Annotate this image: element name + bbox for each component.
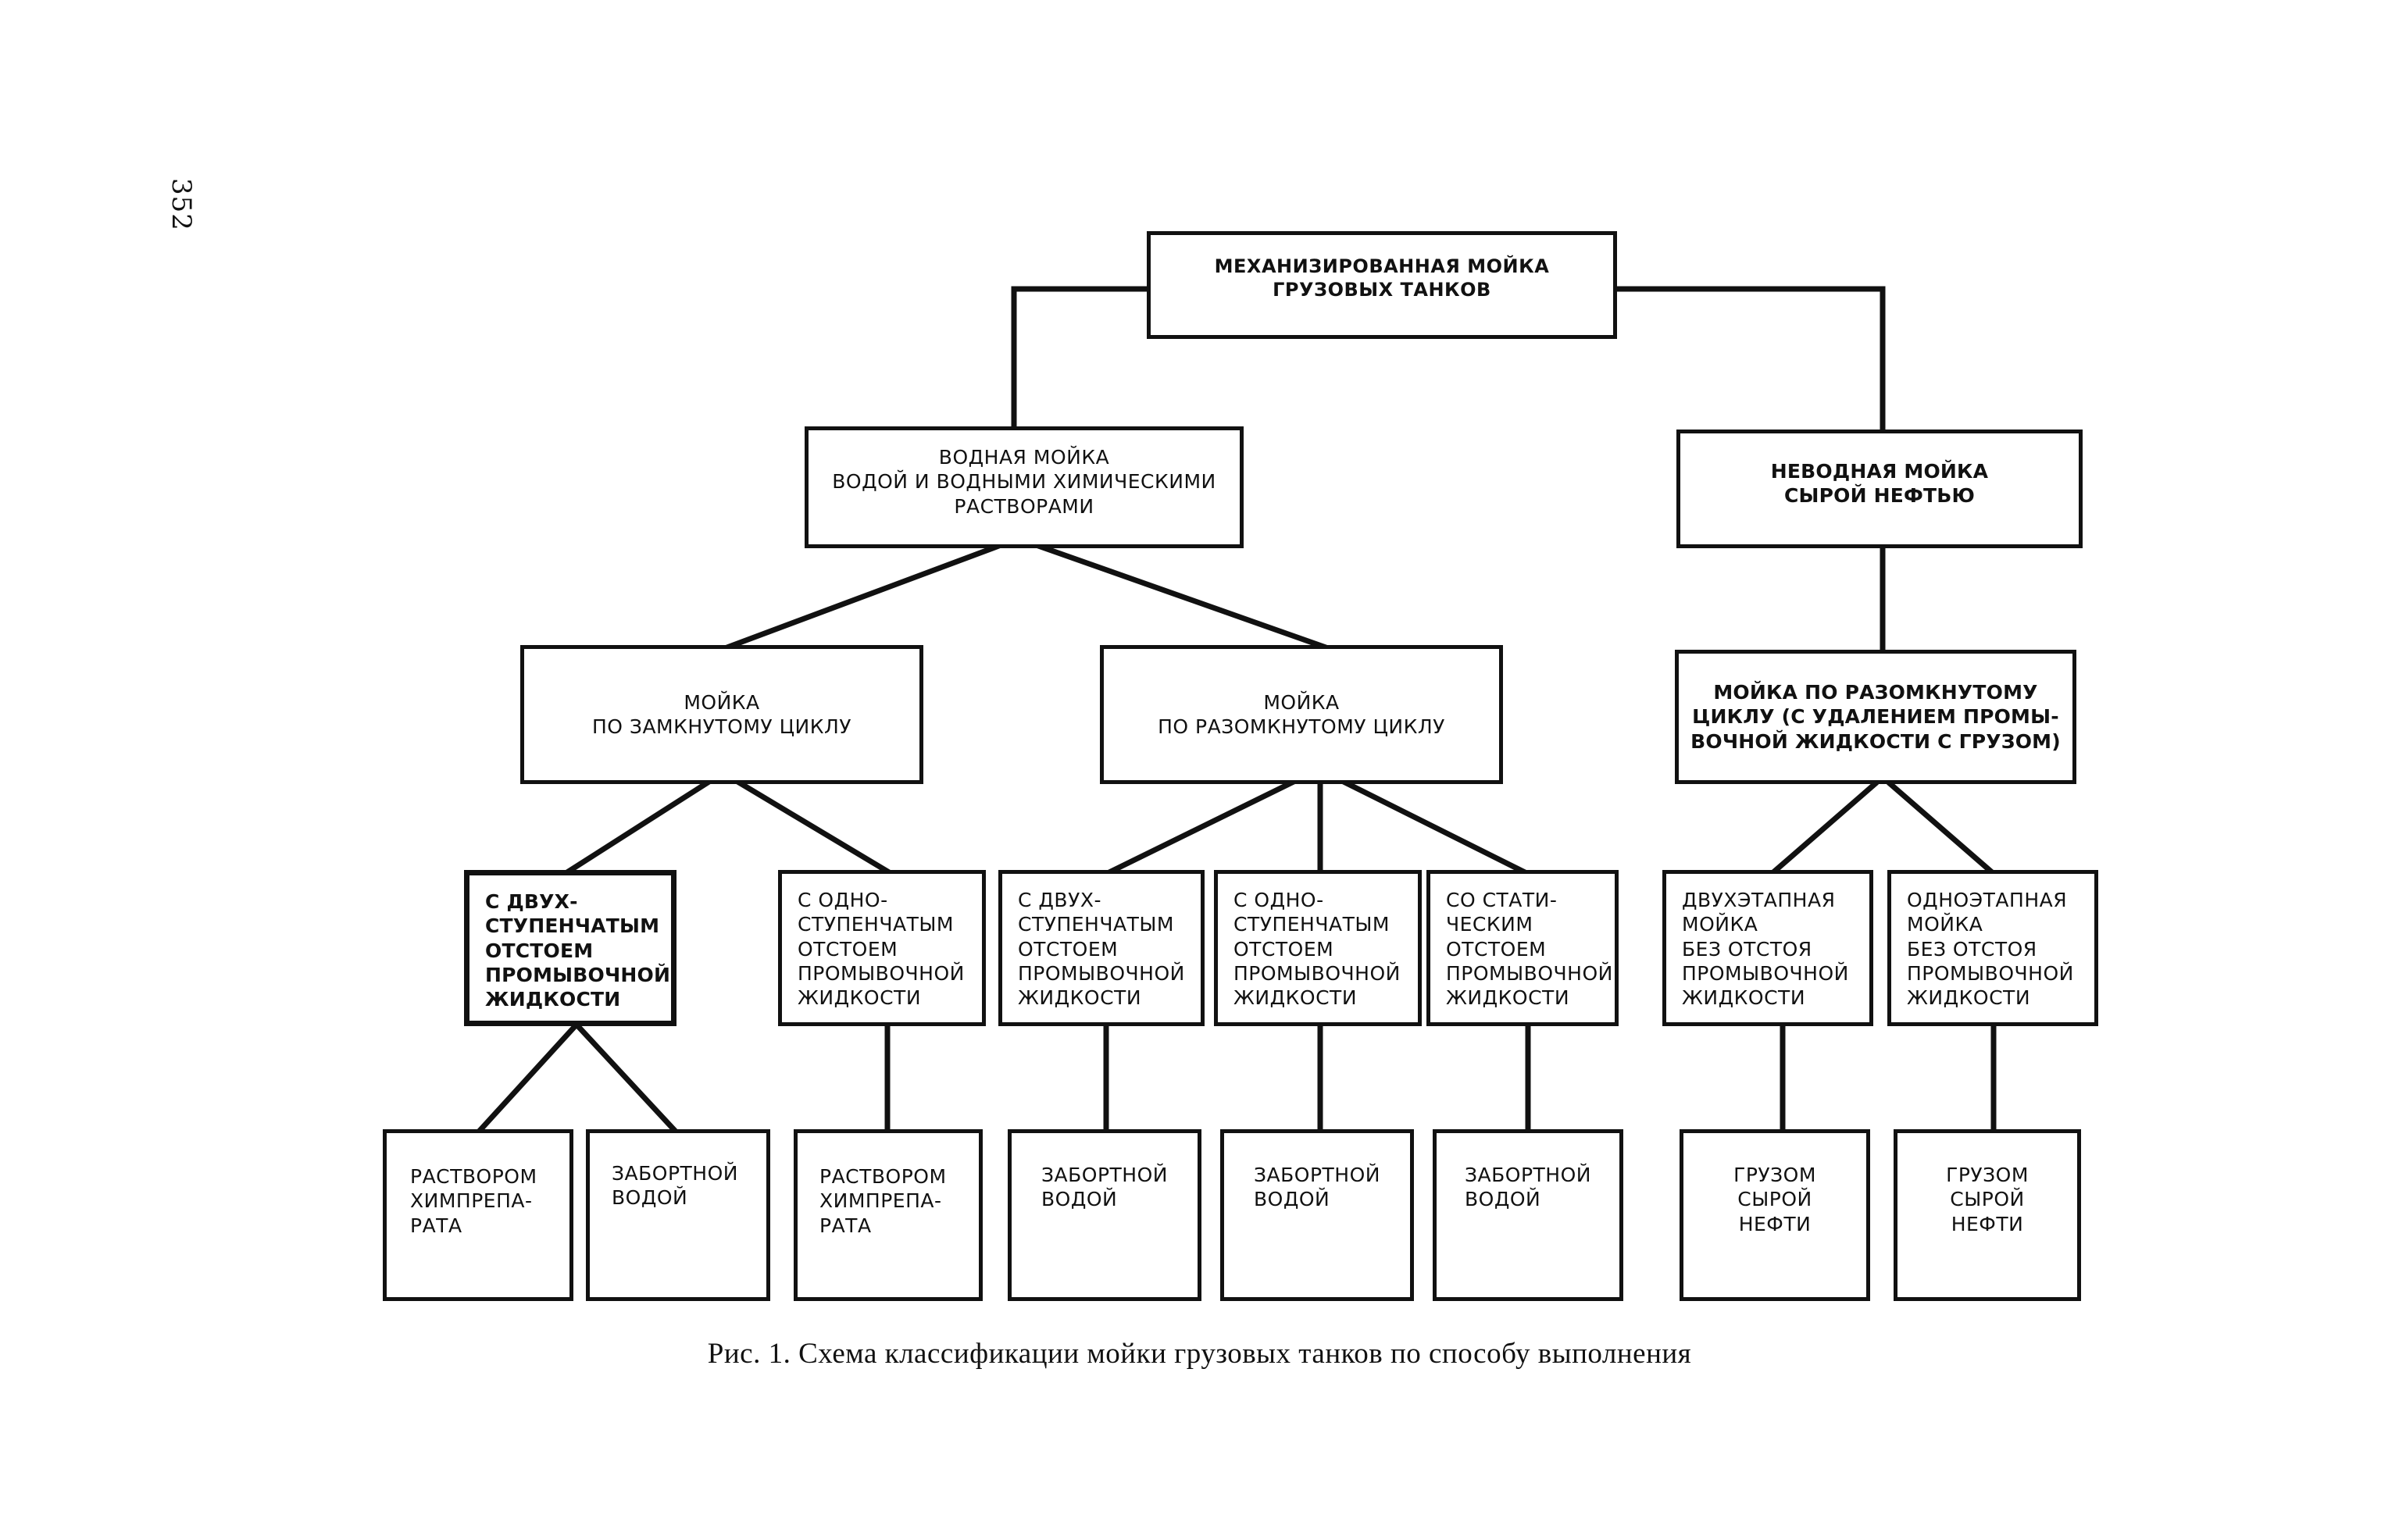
node-closed-one-stage-label: С ОДНО- СТУПЕНЧАТЫМ ОТСТОЕМ ПРОМЫВОЧНОЙ … xyxy=(798,889,965,1009)
node-open-one-stage-label: С ОДНО- СТУПЕНЧАТЫМ ОТСТОЕМ ПРОМЫВОЧНОЙ … xyxy=(1233,889,1401,1009)
node-open-static-settling: СО СТАТИ- ЧЕСКИМ ОТСТОЕМ ПРОМЫВОЧНОЙ ЖИД… xyxy=(1426,870,1619,1026)
node-closed-cycle-label: МОЙКА ПО ЗАМКНУТОМУ ЦИКЛУ xyxy=(592,690,851,738)
connector-opencargo-one xyxy=(1887,780,1996,876)
leaf-seawater-2-label: ЗАБОРТНОЙ ВОДОЙ xyxy=(1041,1164,1168,1211)
connector-open-two xyxy=(1105,779,1296,876)
leaf-seawater-3: ЗАБОРТНОЙ ВОДОЙ xyxy=(1220,1129,1414,1301)
node-cargo-one-stage-label: ОДНОЭТАПНАЯ МОЙКА БЕЗ ОТСТОЯ ПРОМЫВОЧНОЙ… xyxy=(1907,889,2074,1009)
leaf-chemical-solution-2-label: РАСТВОРОМ ХИМПРЕПА- РАТА xyxy=(819,1165,947,1237)
connector-closedtwo-leaf2 xyxy=(573,1021,680,1136)
leaf-seawater-4-label: ЗАБОРТНОЙ ВОДОЙ xyxy=(1465,1164,1591,1211)
connector-open-static xyxy=(1341,779,1529,876)
connector-closed-one xyxy=(735,779,893,876)
connector-water-open xyxy=(1037,543,1332,652)
connector-water-closed xyxy=(721,543,1001,652)
node-cargo-two-stage: ДВУХЭТАПНАЯ МОЙКА БЕЗ ОТСТОЯ ПРОМЫВОЧНОЙ… xyxy=(1662,870,1873,1026)
connector-closedtwo-leaf1 xyxy=(474,1021,580,1136)
leaf-crude-oil-cargo-1-label: ГРУЗОМ СЫРОЙ НЕФТИ xyxy=(1733,1164,1816,1235)
leaf-crude-oil-cargo-2-label: ГРУЗОМ СЫРОЙ НЕФТИ xyxy=(1946,1164,2029,1235)
leaf-seawater-2: ЗАБОРТНОЙ ВОДОЙ xyxy=(1008,1129,1201,1301)
node-closed-one-stage: С ОДНО- СТУПЕНЧАТЫМ ОТСТОЕМ ПРОМЫВОЧНОЙ … xyxy=(778,870,986,1026)
leaf-seawater-3-label: ЗАБОРТНОЙ ВОДОЙ xyxy=(1254,1164,1380,1211)
node-closed-cycle: МОЙКА ПО ЗАМКНУТОМУ ЦИКЛУ xyxy=(520,645,923,784)
node-cargo-one-stage: ОДНОЭТАПНАЯ МОЙКА БЕЗ ОТСТОЯ ПРОМЫВОЧНОЙ… xyxy=(1887,870,2098,1026)
leaf-crude-oil-cargo-2: ГРУЗОМ СЫРОЙ НЕФТИ xyxy=(1894,1129,2081,1301)
node-mechanized-washing-label: МЕХАНИЗИРОВАННАЯ МОЙКА ГРУЗОВЫХ ТАНКОВ xyxy=(1214,255,1550,301)
node-open-two-stage-label: С ДВУХ- СТУПЕНЧАТЫМ ОТСТОЕМ ПРОМЫВОЧНОЙ … xyxy=(1018,889,1185,1009)
leaf-crude-oil-cargo-1: ГРУЗОМ СЫРОЙ НЕФТИ xyxy=(1680,1129,1870,1301)
node-nonwater-washing-label: НЕВОДНАЯ МОЙКА СЫРОЙ НЕФТЬЮ xyxy=(1770,459,1989,507)
node-water-washing-label: ВОДНАЯ МОЙКА ВОДОЙ И ВОДНЫМИ ХИМИЧЕСКИМИ… xyxy=(832,446,1216,518)
node-cargo-two-stage-label: ДВУХЭТАПНАЯ МОЙКА БЕЗ ОТСТОЯ ПРОМЫВОЧНОЙ… xyxy=(1682,889,1849,1009)
leaf-chemical-solution-2: РАСТВОРОМ ХИМПРЕПА- РАТА xyxy=(794,1129,983,1301)
node-water-washing: ВОДНАЯ МОЙКА ВОДОЙ И ВОДНЫМИ ХИМИЧЕСКИМИ… xyxy=(805,426,1244,548)
leaf-chemical-solution-1: РАСТВОРОМ ХИМПРЕПА- РАТА xyxy=(383,1129,573,1301)
leaf-seawater-1-label: ЗАБОРТНОЙ ВОДОЙ xyxy=(612,1162,738,1210)
leaf-chemical-solution-1-label: РАСТВОРОМ ХИМПРЕПА- РАТА xyxy=(410,1165,537,1237)
node-open-one-stage: С ОДНО- СТУПЕНЧАТЫМ ОТСТОЕМ ПРОМЫВОЧНОЙ … xyxy=(1214,870,1422,1026)
node-open-cycle: МОЙКА ПО РАЗОМКНУТОМУ ЦИКЛУ xyxy=(1100,645,1503,784)
node-nonwater-washing: НЕВОДНАЯ МОЙКА СЫРОЙ НЕФТЬЮ xyxy=(1676,430,2083,548)
node-open-cycle-with-cargo-label: МОЙКА ПО РАЗОМКНУТОМУ ЦИКЛУ (С УДАЛЕНИЕМ… xyxy=(1690,681,2061,753)
node-closed-two-stage: С ДВУХ- СТУПЕНЧАТЫМ ОТСТОЕМ ПРОМЫВОЧНОЙ … xyxy=(464,870,677,1026)
node-open-cycle-with-cargo: МОЙКА ПО РАЗОМКНУТОМУ ЦИКЛУ (С УДАЛЕНИЕМ… xyxy=(1675,650,2076,784)
node-open-static-settling-label: СО СТАТИ- ЧЕСКИМ ОТСТОЕМ ПРОМЫВОЧНОЙ ЖИД… xyxy=(1446,889,1613,1009)
node-mechanized-washing: МЕХАНИЗИРОВАННАЯ МОЙКА ГРУЗОВЫХ ТАНКОВ xyxy=(1147,231,1617,339)
node-open-two-stage: С ДВУХ- СТУПЕНЧАТЫМ ОТСТОЕМ ПРОМЫВОЧНОЙ … xyxy=(998,870,1205,1026)
leaf-seawater-1: ЗАБОРТНОЙ ВОДОЙ xyxy=(586,1129,770,1301)
connector-closed-two xyxy=(563,779,712,876)
figure-caption: Рис. 1. Схема классификации мойки грузов… xyxy=(707,1338,1692,1370)
node-open-cycle-label: МОЙКА ПО РАЗОМКНУТОМУ ЦИКЛУ xyxy=(1158,690,1445,738)
node-closed-two-stage-label: С ДВУХ- СТУПЕНЧАТЫМ ОТСТОЕМ ПРОМЫВОЧНОЙ … xyxy=(485,890,671,1011)
leaf-seawater-4: ЗАБОРТНОЙ ВОДОЙ xyxy=(1433,1129,1623,1301)
connector-opencargo-two xyxy=(1769,780,1879,876)
